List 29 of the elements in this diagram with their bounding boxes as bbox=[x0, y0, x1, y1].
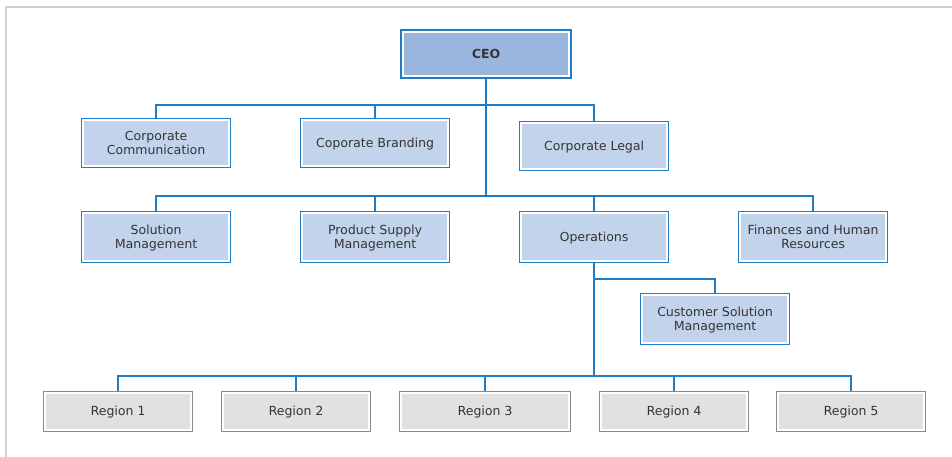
department-box bbox=[640, 293, 790, 345]
node-label: Region 5 bbox=[824, 404, 878, 419]
node-label: Solution Management bbox=[114, 222, 198, 252]
department-box bbox=[738, 211, 888, 263]
department-box bbox=[81, 118, 231, 168]
region-box bbox=[399, 391, 571, 432]
ceo-box bbox=[400, 29, 572, 79]
department-box bbox=[300, 211, 450, 263]
region-box bbox=[43, 391, 193, 432]
region-box bbox=[776, 391, 926, 432]
node-label: Region 3 bbox=[458, 404, 512, 419]
department-box bbox=[300, 118, 450, 168]
department-box bbox=[519, 211, 669, 263]
region-box bbox=[599, 391, 749, 432]
node-label: Region 4 bbox=[646, 404, 702, 419]
node-label: CEO bbox=[472, 46, 500, 62]
node-label: Region 1 bbox=[90, 404, 146, 419]
node-label: Operations bbox=[560, 230, 628, 244]
connector-line bbox=[593, 263, 852, 391]
region-box bbox=[221, 391, 371, 432]
node-label: Customer Solution Management bbox=[656, 304, 774, 334]
node-label: Corporate Communication bbox=[106, 128, 206, 158]
node-label: Coporate Branding bbox=[316, 136, 434, 150]
node-label: Region 2 bbox=[268, 404, 324, 419]
node-label: Finances and Human Resources bbox=[747, 222, 879, 252]
node-label: Product Supply Management bbox=[326, 222, 424, 252]
department-box bbox=[81, 211, 231, 263]
department-box bbox=[519, 121, 669, 171]
node-label: Corporate Legal bbox=[544, 138, 644, 154]
